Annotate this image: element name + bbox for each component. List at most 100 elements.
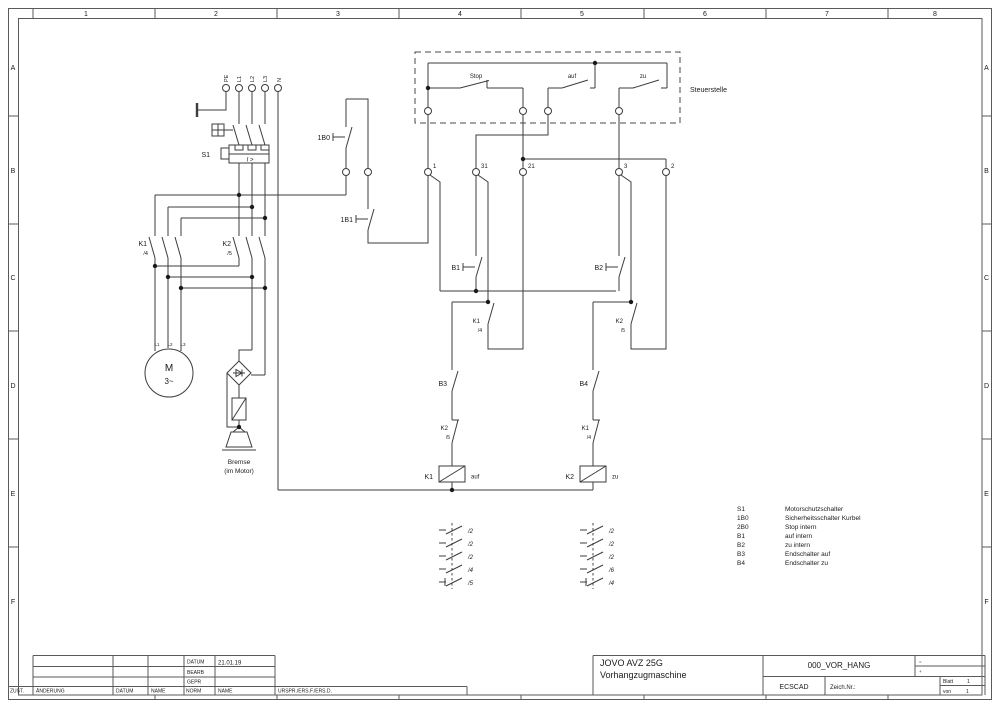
- col-label: 2: [214, 11, 218, 18]
- motor-phase: 3~: [164, 377, 173, 386]
- legend-key: B4: [737, 560, 745, 567]
- terminal-label-l1: L1: [237, 76, 243, 82]
- name-label: NAME: [151, 689, 166, 695]
- row-label: B: [984, 168, 989, 175]
- neutral-wire: [277, 91, 593, 491]
- zust-label: ZUST.: [10, 689, 24, 695]
- project-title-line1: JOVO AVZ 25G: [600, 658, 663, 668]
- k1-coil-label: K1: [424, 474, 433, 481]
- b1-label: B1: [451, 265, 460, 272]
- control-branches: B1 B2 K1 /4 K2 /5 B3 K2 /5 K1: [424, 174, 667, 490]
- k2-contact-crossrefs: /2 /2 /2 /6 /4: [580, 523, 615, 589]
- motor-terminal-l1: L1: [154, 342, 160, 347]
- terminal-row: 1 31 21 3 2: [424, 114, 675, 176]
- terminal-label-n: N: [277, 78, 283, 82]
- k1-nc-ref: /4: [587, 435, 591, 441]
- k1-label: K1: [138, 241, 147, 248]
- stop-button-label: Stop: [470, 74, 483, 80]
- brake-label-1: Bremse: [228, 459, 251, 466]
- datum-label: DATUM: [187, 660, 204, 666]
- legend-key: B1: [737, 533, 745, 540]
- k2-crossref: /2: [608, 555, 615, 561]
- von-value: 1: [966, 689, 969, 695]
- k2-coil-label: K2: [565, 474, 574, 481]
- terminal-number: 2: [671, 164, 675, 170]
- row-label: F: [984, 599, 988, 606]
- steuerstelle-box: Steuerstelle Stop auf zu: [414, 51, 727, 124]
- legend-key: 2B0: [737, 524, 749, 531]
- supply-terminals: PE L1 L2 L3 N: [195, 74, 283, 117]
- col-label: 8: [933, 11, 937, 18]
- k1-ref: /4: [143, 251, 148, 257]
- k1-no-ref: /4: [478, 328, 482, 334]
- contactor-k2-main-contacts: K2 /5: [155, 236, 266, 375]
- legend-desc: Endschalter auf: [785, 551, 830, 558]
- k2-crossref: /2: [608, 542, 615, 548]
- legend-key: 1B0: [737, 515, 749, 522]
- equals-designator: =: [919, 659, 922, 664]
- k1-coil-function: auf: [471, 475, 480, 481]
- document-code: 000_VOR_HANG: [808, 661, 871, 670]
- legend-key: B2: [737, 542, 745, 549]
- 1b0-label: 1B0: [318, 135, 331, 142]
- drawing-number-label: Zeich.Nr.:: [830, 685, 856, 691]
- row-label: C: [10, 275, 15, 282]
- junction-dots: [152, 60, 634, 493]
- row-label: A: [11, 65, 16, 72]
- b3-label: B3: [438, 381, 447, 388]
- project-title-line2: Vorhangzugmaschine: [600, 670, 687, 680]
- blatt-label: Blatt: [943, 679, 954, 685]
- gepr-label: GEPR: [187, 680, 202, 686]
- legend-key: B3: [737, 551, 745, 558]
- row-label: D: [10, 383, 15, 390]
- row-label: D: [984, 383, 989, 390]
- legend-key: S1: [737, 506, 745, 513]
- safety-switch-1b0: 1B0: [239, 98, 372, 196]
- contactor-k1-main-contacts: K1 /4: [138, 194, 265, 351]
- k1-contact-crossrefs: /2 /2 /2 /4 /5: [439, 523, 474, 589]
- k1-crossref: /2: [467, 555, 474, 561]
- k2-coil-function: zu: [612, 475, 618, 481]
- von-label: von: [943, 689, 951, 695]
- zu-button-label: zu: [640, 74, 646, 80]
- terminal-number: 3: [624, 164, 628, 170]
- legend-desc: Sicherheitsschalter Kurbel: [785, 515, 861, 522]
- k2-ref: /5: [227, 251, 232, 257]
- motor-terminal-l3: L3: [180, 342, 186, 347]
- col-label: 7: [825, 11, 829, 18]
- s1-label: S1: [201, 152, 210, 159]
- overcurrent-symbol: I >: [247, 158, 254, 164]
- s1-motor-protection-switch: I > S1: [201, 91, 270, 236]
- k2-nc-label: K2: [441, 426, 449, 432]
- motor-letter: M: [165, 363, 173, 374]
- steuerstelle-label: Steuerstelle: [690, 87, 727, 94]
- k1-no-label: K1: [473, 319, 481, 325]
- legend-desc: Endschalter zu: [785, 560, 828, 567]
- plus-designator: +: [919, 669, 922, 674]
- k1-crossref: /2: [467, 542, 474, 548]
- k1-crossref: /5: [467, 581, 474, 587]
- datum-value: 21.01.19: [218, 661, 242, 667]
- k2-label: K2: [222, 241, 231, 248]
- row-label: B: [11, 168, 16, 175]
- blatt-value: 1: [967, 679, 970, 685]
- col-label: 6: [703, 11, 707, 18]
- row-label: A: [984, 65, 989, 72]
- safety-switch-1b1: 1B1: [341, 175, 429, 244]
- urspr-label: URSPR./ERS.F./ERS.D.: [278, 689, 332, 695]
- sheet-frame: 1 2 3 4 5 6 7 8 A B C D E F A B C D E F: [8, 8, 992, 700]
- k1-crossref: /4: [467, 568, 474, 574]
- k2-crossref: /6: [608, 568, 615, 574]
- brake-circuit: Bremse (im Motor): [222, 349, 265, 475]
- k2-no-label: K2: [616, 319, 624, 325]
- name2-label: NAME: [218, 689, 233, 695]
- row-label: E: [984, 491, 989, 498]
- k2-crossref: /4: [608, 581, 615, 587]
- cad-system-label: ECSCAD: [779, 684, 808, 691]
- terminal-label-l3: L3: [263, 76, 269, 82]
- k1-crossref: /2: [467, 529, 474, 535]
- b4-label: B4: [579, 381, 588, 388]
- k2-crossref: /2: [608, 529, 615, 535]
- 1b1-label: 1B1: [341, 217, 354, 224]
